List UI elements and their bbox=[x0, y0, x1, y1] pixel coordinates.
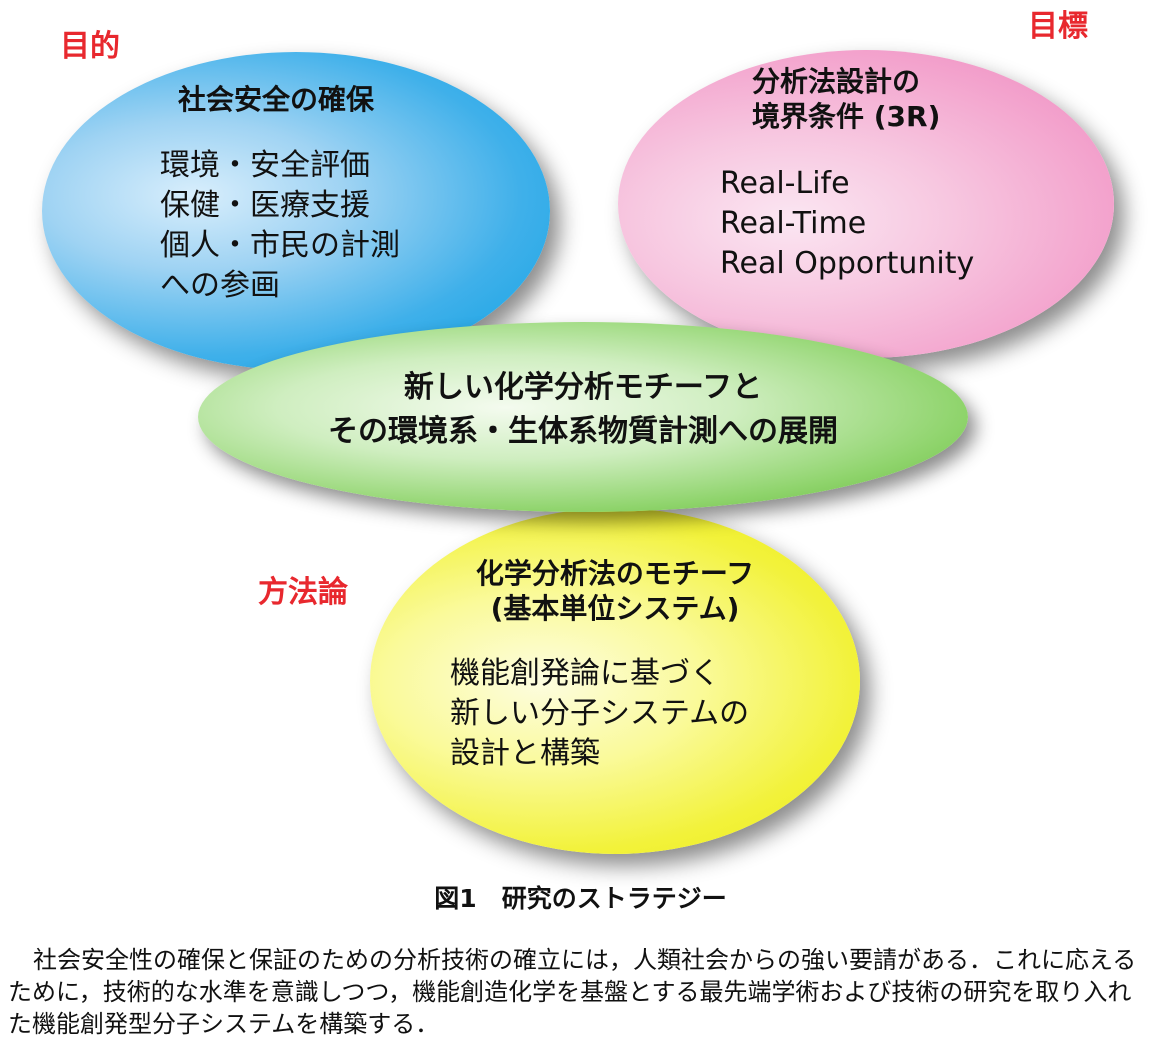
purpose-line: 個人・市民の計測 bbox=[160, 228, 400, 263]
goal-line: Real-Life bbox=[720, 166, 850, 201]
method-heading-line: (基本単位システム) bbox=[490, 592, 740, 625]
method-lines: 機能創発論に基づく 新しい分子システムの 設計と構築 bbox=[450, 654, 749, 774]
method-line: 機能創発論に基づく bbox=[450, 656, 720, 691]
goal-heading-line: 分析法設計の bbox=[752, 65, 921, 98]
purpose-line: 保健・医療支援 bbox=[160, 188, 370, 223]
method-ellipse bbox=[370, 508, 860, 854]
goal-heading-line: 境界条件 (3R) bbox=[752, 100, 941, 133]
figure-caption: 図1 研究のストラテジー bbox=[434, 884, 727, 913]
goal-ellipse bbox=[618, 50, 1114, 358]
goal-line: Real Opportunity bbox=[720, 246, 975, 281]
method-heading-line: 化学分析法のモチーフ bbox=[475, 557, 755, 590]
center-heading: 新しい化学分析モチーフと その環境系・生体系物質計測への展開 bbox=[198, 366, 968, 454]
label-purpose: 目的 bbox=[60, 29, 120, 64]
center-line: その環境系・生体系物質計測への展開 bbox=[328, 414, 838, 449]
goal-heading: 分析法設計の 境界条件 (3R) bbox=[752, 64, 940, 134]
method-heading: 化学分析法のモチーフ (基本単位システム) bbox=[420, 556, 810, 626]
goal-line: Real-Time bbox=[720, 206, 867, 241]
center-ellipse bbox=[198, 322, 968, 512]
label-goal: 目標 bbox=[1028, 9, 1088, 44]
purpose-heading: 社会安全の確保 bbox=[178, 83, 375, 116]
purpose-ellipse bbox=[42, 52, 550, 370]
purpose-lines: 環境・安全評価 保健・医療支援 個人・市民の計測 への参画 bbox=[160, 146, 400, 306]
goal-lines: Real-Life Real-Time Real Opportunity bbox=[720, 164, 974, 284]
figure-description: 社会安全性の確保と保証のための分析技術の確立には，人類社会からの強い要請がある．… bbox=[8, 946, 1137, 1038]
purpose-line: への参画 bbox=[160, 268, 280, 303]
method-line: 設計と構築 bbox=[450, 736, 600, 771]
label-method: 方法論 bbox=[258, 575, 348, 610]
center-line: 新しい化学分析モチーフと bbox=[403, 370, 763, 405]
method-line: 新しい分子システムの bbox=[450, 696, 750, 731]
purpose-line: 環境・安全評価 bbox=[160, 148, 370, 183]
